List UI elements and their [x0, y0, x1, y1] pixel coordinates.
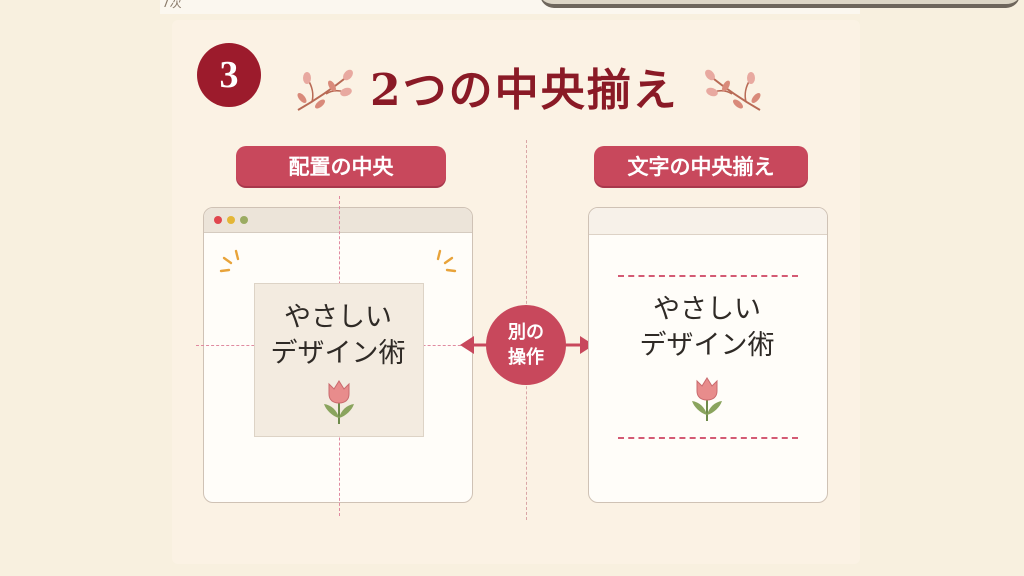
right-text-line1: やさしい: [653, 294, 761, 325]
window-titlebar: [204, 208, 472, 233]
window-titlebar: [589, 208, 827, 235]
sparkle-icon-right: [436, 249, 457, 273]
sprig-icon-left: [297, 69, 353, 111]
right-browser-window: [588, 207, 828, 503]
left-text-line1: やさしい: [284, 302, 392, 333]
right-panel-label: 文字の中央揃え: [594, 146, 808, 186]
previous-section-edge: 7次: [160, 0, 1020, 14]
text-guide-bottom: [618, 437, 798, 439]
section-title: 2つの中央揃え: [370, 65, 679, 116]
step-number-badge: 3: [197, 43, 261, 107]
corner-text: 7次: [162, 0, 182, 10]
window-close-dot: [214, 216, 222, 224]
window-maximize-dot: [240, 216, 248, 224]
left-panel-label: 配置の中央: [236, 146, 446, 186]
tulip-icon-left: [324, 380, 354, 424]
badge-line1: 別の: [508, 322, 544, 343]
text-guide-top: [618, 275, 798, 277]
sparkle-icon-left: [219, 249, 240, 273]
window-minimize-dot: [227, 216, 235, 224]
badge-line2: 操作: [508, 347, 544, 368]
sprig-icon-right: [705, 69, 761, 111]
separate-operation-badge: 別の 操作: [486, 305, 566, 385]
previous-section-bar: [540, 0, 1020, 8]
left-text-line2: デザイン術: [270, 338, 406, 369]
right-text-line2: デザイン術: [639, 330, 775, 361]
tulip-icon-right: [692, 377, 722, 421]
